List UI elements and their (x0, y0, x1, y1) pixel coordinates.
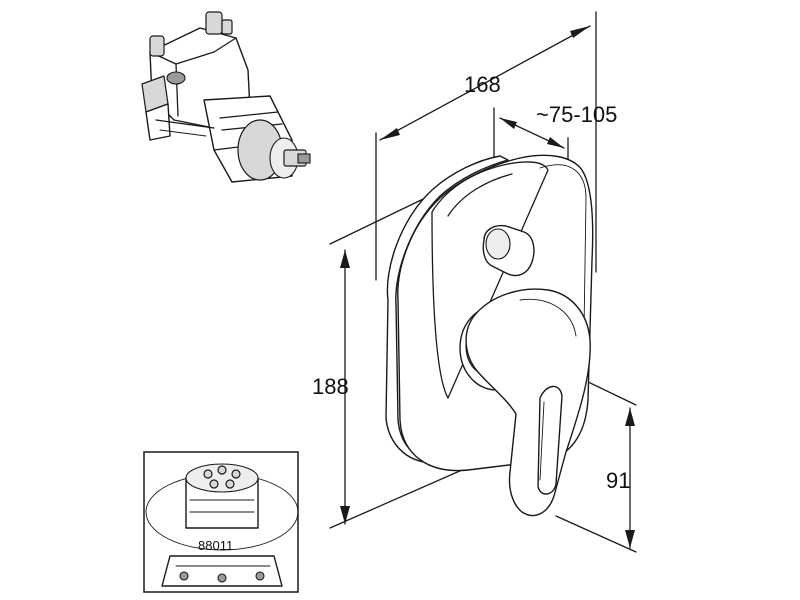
dimension-height: 188 (312, 187, 463, 529)
dimension-height-label: 188 (312, 374, 349, 399)
dimension-projection-label: ~75-105 (536, 102, 617, 127)
dimension-lever: 91 (555, 379, 637, 553)
dimension-width: 168 (375, 11, 597, 281)
dimension-lever-label: 91 (606, 468, 630, 493)
inset-box: 88011 (143, 451, 299, 593)
dimension-projection: ~75-105 (493, 102, 617, 259)
diverter-knob (482, 224, 535, 277)
dimension-width-label: 168 (464, 72, 501, 97)
concealed-valve-body (141, 11, 311, 183)
part-number-label: 88011 (198, 538, 233, 553)
lever-handle (459, 288, 591, 517)
